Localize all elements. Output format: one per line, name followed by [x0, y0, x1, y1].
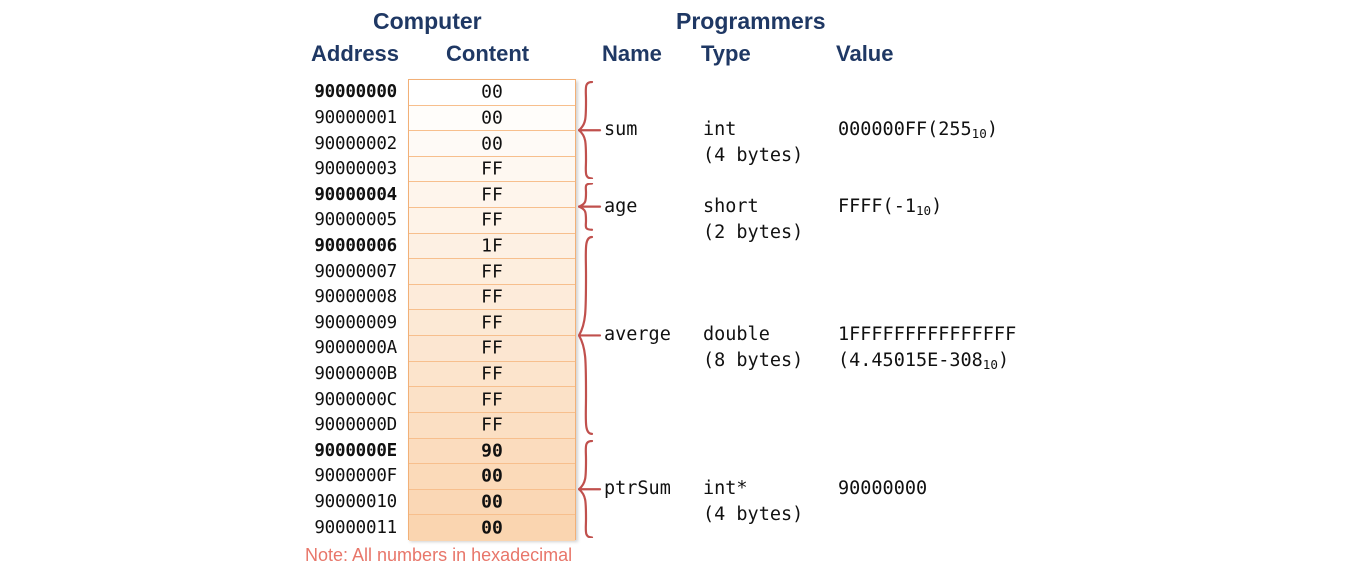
memory-content: FF — [481, 363, 503, 385]
column-header-type: Type — [701, 41, 751, 66]
variable-type: short(2 bytes) — [703, 196, 804, 244]
memory-address: 90000007 — [314, 261, 397, 282]
memory-row: 90000003 FF — [314, 156, 575, 183]
memory-address: 90000000 — [314, 82, 397, 103]
variable-value: FFFF(-110) — [838, 196, 943, 219]
memory-row: 9000000C FF — [314, 387, 575, 413]
variable-name: averge — [604, 324, 671, 346]
memory-content: 90 — [481, 440, 503, 462]
variable-type: int(4 bytes) — [703, 119, 804, 167]
memory-content: FF — [481, 286, 503, 308]
memory-content: 00 — [481, 517, 503, 539]
memory-address: 90000008 — [314, 287, 397, 308]
memory-address: 90000001 — [314, 107, 397, 128]
memory-content: FF — [481, 209, 503, 231]
variable-value: 000000FF(25510) — [838, 119, 998, 142]
group-brace — [578, 81, 604, 179]
group-brace — [578, 440, 604, 538]
memory-row: 90000011 00 — [314, 515, 575, 541]
memory-address: 90000009 — [314, 312, 397, 333]
memory-row: 90000002 00 — [314, 131, 575, 157]
memory-content: FF — [481, 389, 503, 411]
group-brace — [578, 183, 604, 230]
memory-address: 90000011 — [314, 518, 397, 539]
memory-content: 00 — [481, 107, 503, 129]
variable-name: ptrSum — [604, 477, 671, 499]
column-header-name: Name — [602, 41, 662, 66]
memory-row: 90000008 FF — [314, 284, 575, 311]
group-brace — [578, 235, 604, 436]
memory-address: 90000002 — [314, 133, 397, 154]
memory-row: 90000009 FF — [314, 310, 575, 337]
memory-content: FF — [481, 312, 503, 334]
group-heading-computer: Computer — [373, 8, 482, 34]
memory-row: 9000000F 00 — [314, 464, 575, 490]
memory-row: 90000000 00 — [314, 80, 575, 106]
variable-type: double(8 bytes) — [703, 324, 804, 372]
memory-address: 9000000E — [314, 440, 397, 461]
memory-row: 9000000E 90 — [314, 438, 575, 465]
memory-row: 90000007 FF — [314, 259, 575, 285]
variable-value: 1FFFFFFFFFFFFFFF(4.45015E-30810) — [838, 324, 1017, 373]
memory-content: FF — [481, 337, 503, 359]
memory-content: 00 — [481, 81, 503, 103]
memory-address: 90000003 — [314, 159, 397, 180]
memory-address: 9000000C — [314, 389, 397, 410]
variable-name: sum — [604, 119, 638, 141]
variable-value: 90000000 — [838, 477, 928, 499]
memory-address: 9000000B — [314, 364, 397, 384]
memory-address: 90000005 — [314, 210, 397, 231]
memory-content: 1F — [481, 235, 503, 257]
memory-row: 90000010 00 — [314, 489, 575, 516]
group-heading-programmers: Programmers — [676, 8, 826, 34]
memory-address: 90000004 — [314, 184, 397, 205]
memory-address: 90000006 — [314, 235, 397, 256]
memory-row: 9000000B FF — [314, 361, 575, 388]
column-header-content: Content — [446, 41, 530, 66]
memory-row: 90000006 1F — [314, 233, 575, 260]
memory-row: 90000001 00 — [314, 105, 575, 132]
footnote-note: Note: All numbers in hexadecimal — [305, 545, 573, 565]
memory-content: FF — [481, 261, 503, 283]
memory-content: FF — [481, 158, 503, 180]
column-header-value: Value — [836, 41, 894, 66]
memory-address: 9000000D — [314, 415, 397, 436]
memory-address: 90000010 — [314, 492, 397, 513]
variable-name: age — [604, 196, 638, 218]
memory-row: 90000005 FF — [314, 208, 575, 234]
memory-row: 9000000A FF — [314, 336, 575, 362]
column-header-address: Address — [311, 41, 400, 66]
memory-content: 00 — [481, 133, 503, 155]
memory-content: 00 — [481, 465, 503, 487]
variable-type: int*(4 bytes) — [703, 477, 804, 525]
memory-content: 00 — [481, 491, 503, 513]
memory-row: 9000000D FF — [314, 412, 575, 439]
memory-address: 9000000F — [314, 466, 397, 487]
memory-address: 9000000A — [314, 338, 397, 359]
memory-row: 90000004 FF — [314, 182, 575, 209]
memory-content: FF — [481, 414, 503, 436]
memory-content: FF — [481, 184, 503, 206]
